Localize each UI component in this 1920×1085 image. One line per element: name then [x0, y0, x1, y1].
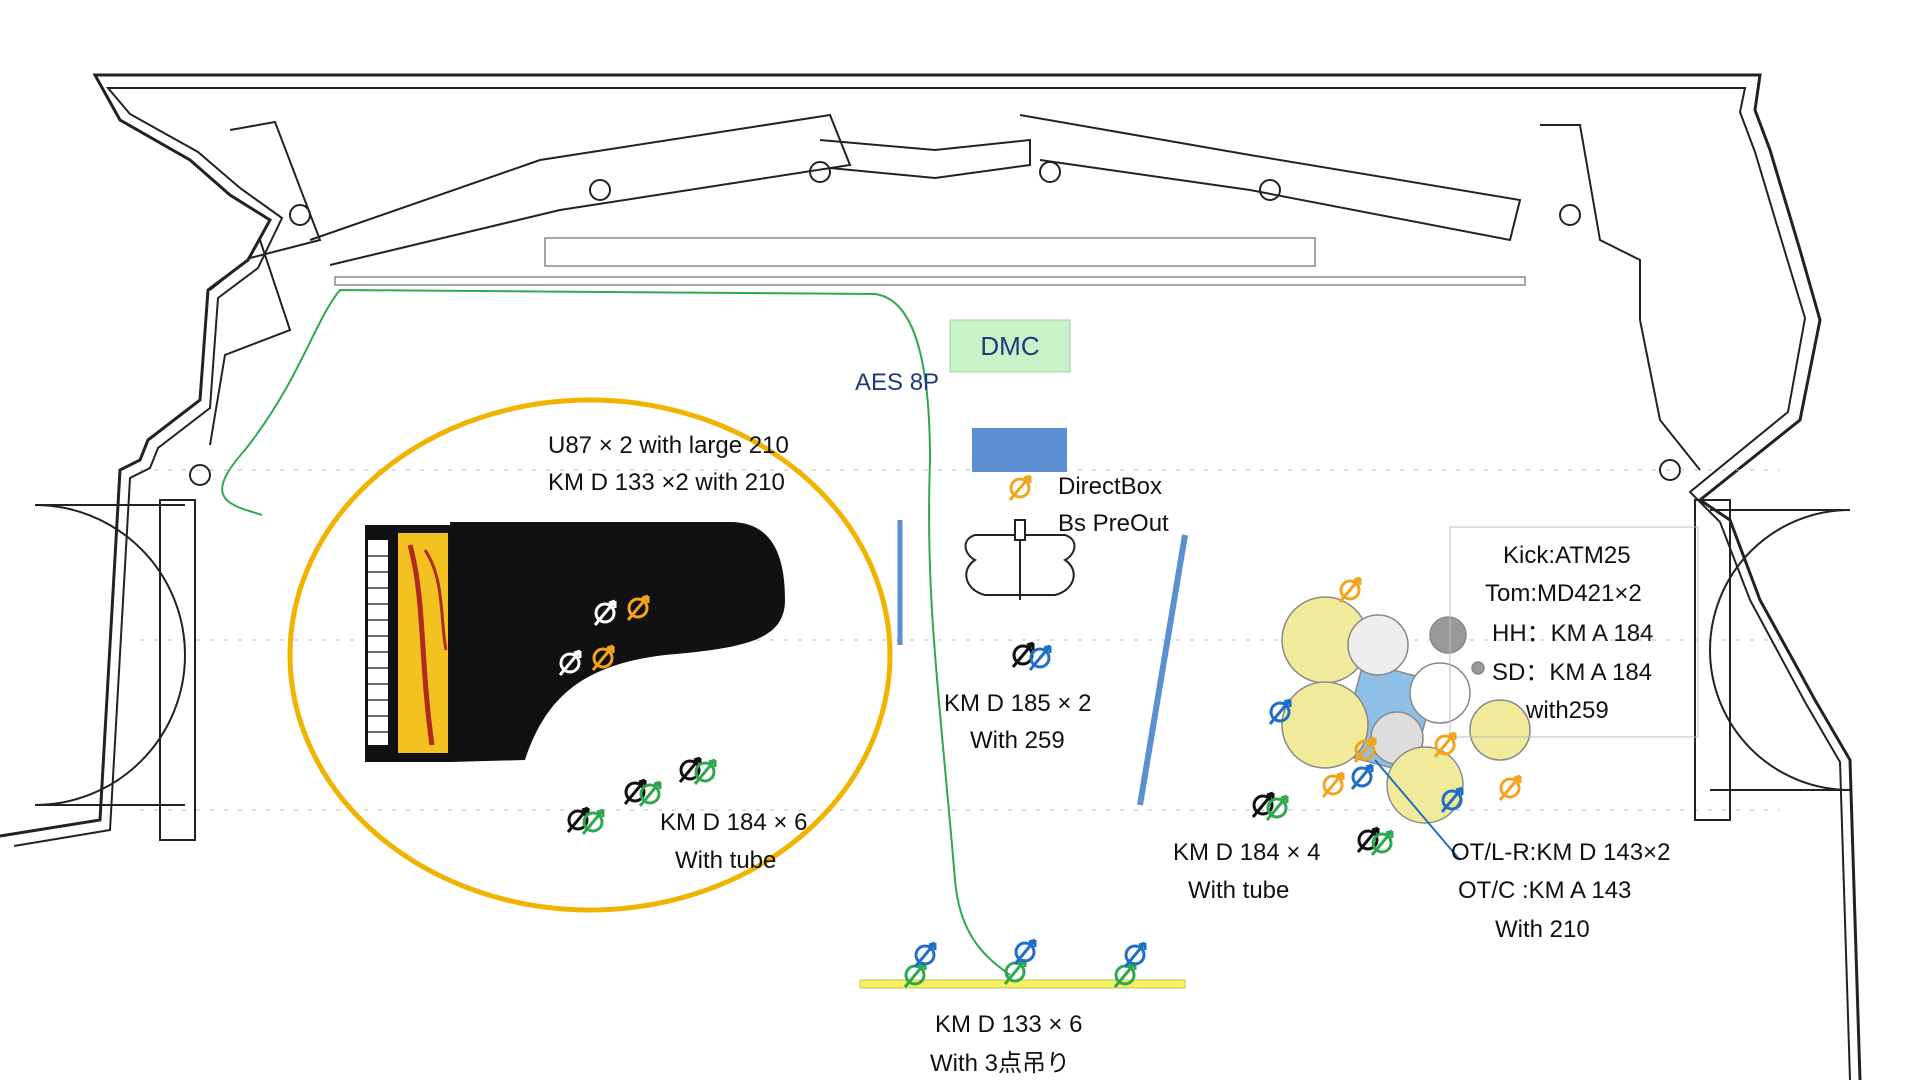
fixture-circle — [1039, 161, 1061, 183]
drum-kit-label-4: SD：KM A 184 — [1492, 659, 1652, 686]
stage-front-line — [334, 276, 1526, 286]
drum-kit-label-3: HH：KM A 184 — [1492, 620, 1653, 647]
back-reflector-center — [819, 138, 1031, 180]
bass-mic-label-2: With 259 — [970, 727, 1065, 754]
fixture-circle — [289, 204, 311, 226]
microphone-icon — [1498, 774, 1522, 802]
microphone-icon — [1008, 474, 1032, 502]
right-doors — [1694, 499, 1851, 821]
overhead-label-2: OT/C :KM A 143 — [1458, 877, 1631, 904]
right-wall-segment — [1540, 124, 1641, 320]
drum-kit-label-5: with259 — [1525, 697, 1609, 724]
right-wall-segment-2 — [1639, 319, 1701, 471]
fixture-circle — [1259, 179, 1281, 201]
fixture-circle — [809, 161, 831, 183]
bass-gobo-right — [1137, 534, 1188, 806]
piano-ambient-label-2: With tube — [675, 847, 776, 874]
microphone-icon — [1350, 763, 1374, 791]
fixture-circle — [589, 179, 611, 201]
microphone-icon — [1338, 576, 1362, 604]
double-bass-icon — [964, 519, 1076, 600]
outer-wall-inner — [13, 87, 1851, 1081]
overhead-label-3: With 210 — [1495, 916, 1590, 943]
dmc-box — [949, 319, 1071, 373]
fixture-circle — [189, 464, 211, 486]
bass-mic-label-1: KM D 185 × 2 — [944, 690, 1091, 717]
front-mic-label-2: With 3点吊り — [930, 1050, 1070, 1077]
left-wall-segment — [209, 120, 322, 291]
drum-ambient-label-1: KM D 184 × 4 — [1173, 839, 1320, 866]
back-reflector-right — [1019, 114, 1522, 242]
left-wall-segment-2 — [209, 239, 292, 446]
direct-box-label-1: DirectBox — [1058, 473, 1162, 500]
front-mic-label-1: KM D 133 × 6 — [935, 1011, 1082, 1038]
microphone-icon — [1013, 938, 1037, 966]
microphone-icon — [1433, 731, 1457, 759]
microphone-icon — [1123, 941, 1147, 969]
aes-cable — [221, 288, 1011, 976]
microphone-icon — [913, 941, 937, 969]
piano-main-mic-label-1: U87 × 2 with large 210 — [548, 432, 789, 459]
dmc-label: DMC — [980, 331, 1039, 361]
grand-piano-icon — [365, 522, 785, 762]
drum-kit-label-1: Kick:ATM25 — [1503, 542, 1631, 569]
direct-box-panel — [972, 428, 1067, 472]
microphone-icon — [1321, 771, 1345, 799]
overhead-pointer-line — [1374, 759, 1461, 861]
front-riser — [859, 979, 1186, 989]
aes-label: AES 8P — [855, 369, 939, 396]
drum-info-box — [1449, 526, 1699, 738]
drum-ambient-label-2: With tube — [1188, 877, 1289, 904]
piano-main-mic-label-2: KM D 133 ×2 with 210 — [548, 469, 785, 496]
direct-box-label-2: Bs PreOut — [1058, 510, 1169, 537]
piano-ambient-label-1: KM D 184 × 6 — [660, 809, 807, 836]
left-doors — [34, 499, 196, 841]
piano-area-circle — [287, 397, 893, 913]
drum-kit-label-2: Tom:MD421×2 — [1485, 580, 1642, 607]
back-panel-bar — [544, 237, 1316, 267]
fixture-circle — [1559, 204, 1581, 226]
overhead-label-1: OT/L-R:KM D 143×2 — [1451, 839, 1670, 866]
back-reflector-left — [309, 113, 852, 266]
